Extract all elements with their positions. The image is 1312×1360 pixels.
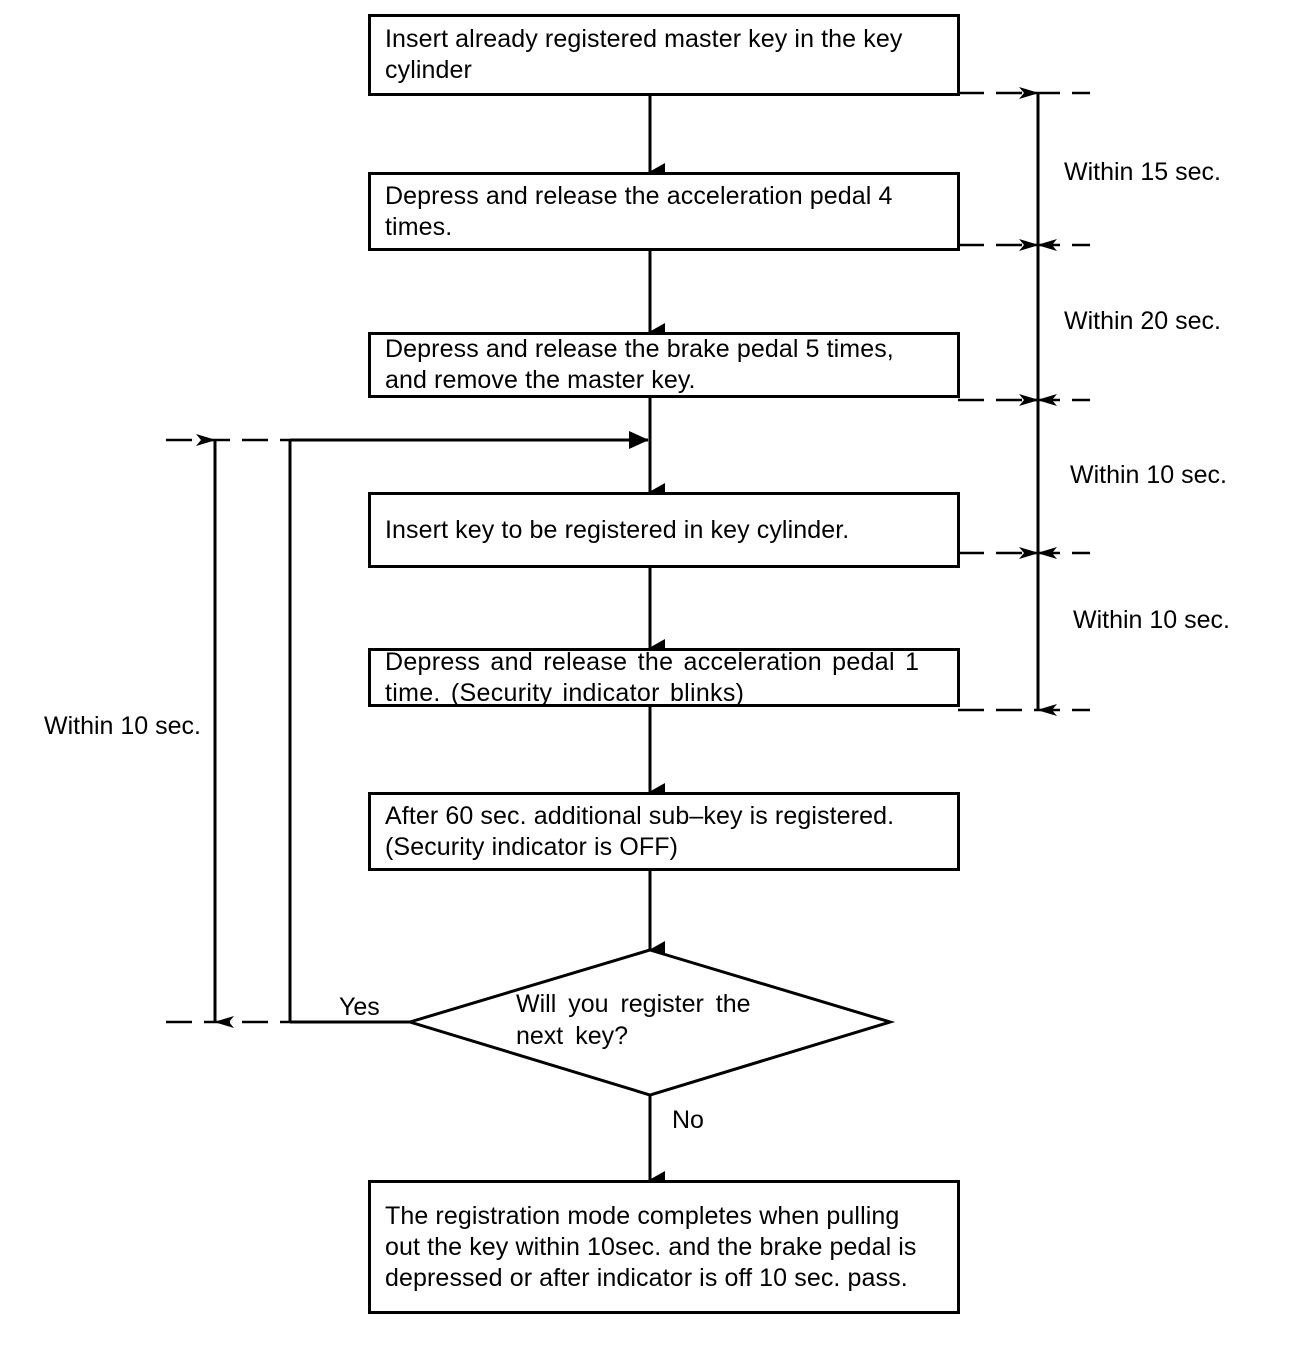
right-dimension-extension-lines (958, 91, 1090, 712)
process-box-insert-master-key: Insert already registered master key in … (368, 14, 960, 96)
process-box-subkey-registered: After 60 sec. additional sub–key is regi… (368, 792, 960, 871)
loopback-path (288, 431, 649, 1024)
process-box-insert-key-to-register-text: Insert key to be registered in key cylin… (385, 515, 850, 544)
diamond-shape (404, 948, 896, 1097)
left-dimension-extension-lines (166, 438, 292, 1024)
dimension-label-within-15-sec: Within 15 sec. (1064, 158, 1222, 186)
process-box-brake-pedal-5-times: Depress and release the brake pedal 5 ti… (368, 332, 960, 398)
process-box-accel-pedal-1-time: Depress and release the acceleration ped… (368, 648, 960, 707)
dimension-label-within-10-sec-bottom: Within 10 sec. (1073, 606, 1231, 634)
process-box-registration-complete-text: The registration mode completes when pul… (385, 1201, 917, 1292)
dimension-label-within-20-sec: Within 20 sec. (1064, 307, 1222, 335)
edge-label-yes: Yes (339, 993, 380, 1021)
process-box-insert-key-to-register: Insert key to be registered in key cylin… (368, 492, 960, 568)
decision-diamond (404, 948, 896, 1097)
process-box-subkey-registered-text: After 60 sec. additional sub–key is regi… (385, 801, 895, 861)
process-box-accel-pedal-4-times-text: Depress and release the acceleration ped… (385, 181, 893, 241)
edge-label-no: No (672, 1106, 704, 1134)
process-box-insert-master-key-text: Insert already registered master key in … (385, 25, 903, 84)
dimension-label-within-10-sec-top: Within 10 sec. (1070, 461, 1228, 489)
dimension-label-within-10-sec-left: Within 10 sec. (44, 712, 202, 740)
process-box-brake-pedal-5-times-text: Depress and release the brake pedal 5 ti… (385, 335, 894, 394)
process-box-accel-pedal-4-times: Depress and release the acceleration ped… (368, 172, 960, 251)
decision-diamond-text: Will you register the next key? (516, 990, 751, 1050)
process-box-registration-complete: The registration mode completes when pul… (368, 1180, 960, 1314)
process-box-accel-pedal-1-time-text: Depress and release the acceleration ped… (385, 647, 920, 707)
